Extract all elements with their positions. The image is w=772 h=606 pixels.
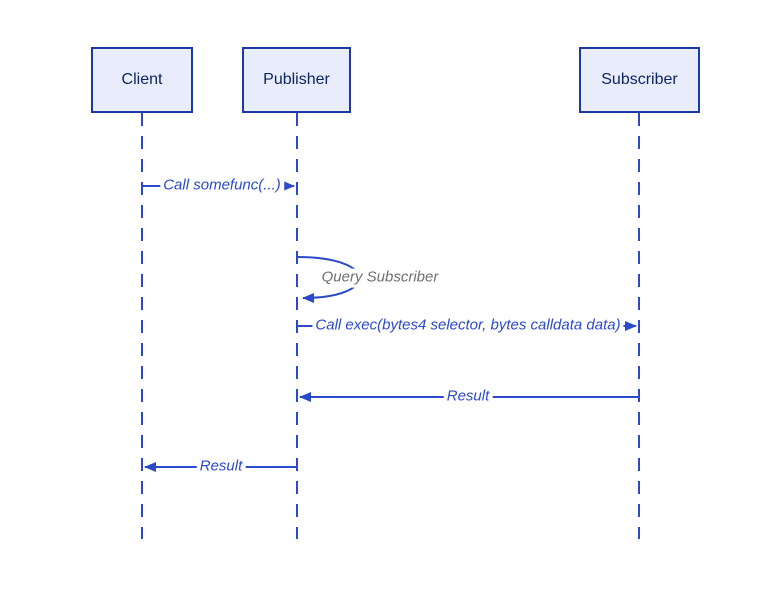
actor-label-client: Client bbox=[121, 71, 163, 88]
message-label-call-exec: Call exec(bytes4 selector, bytes calldat… bbox=[312, 316, 624, 336]
actor-label-subscriber: Subscriber bbox=[601, 71, 678, 88]
message-label-result-to-publisher: Result bbox=[443, 387, 493, 407]
actor-box-subscriber: Subscriber bbox=[579, 47, 700, 113]
message-label-call-somefunc: Call somefunc(...) bbox=[160, 176, 284, 196]
actor-box-client: Client bbox=[91, 47, 193, 113]
message-label-query-subscriber: Query Subscriber bbox=[318, 268, 442, 288]
actor-box-publisher: Publisher bbox=[242, 47, 351, 113]
message-label-result-to-client: Result bbox=[196, 457, 246, 477]
actor-label-publisher: Publisher bbox=[263, 71, 330, 88]
